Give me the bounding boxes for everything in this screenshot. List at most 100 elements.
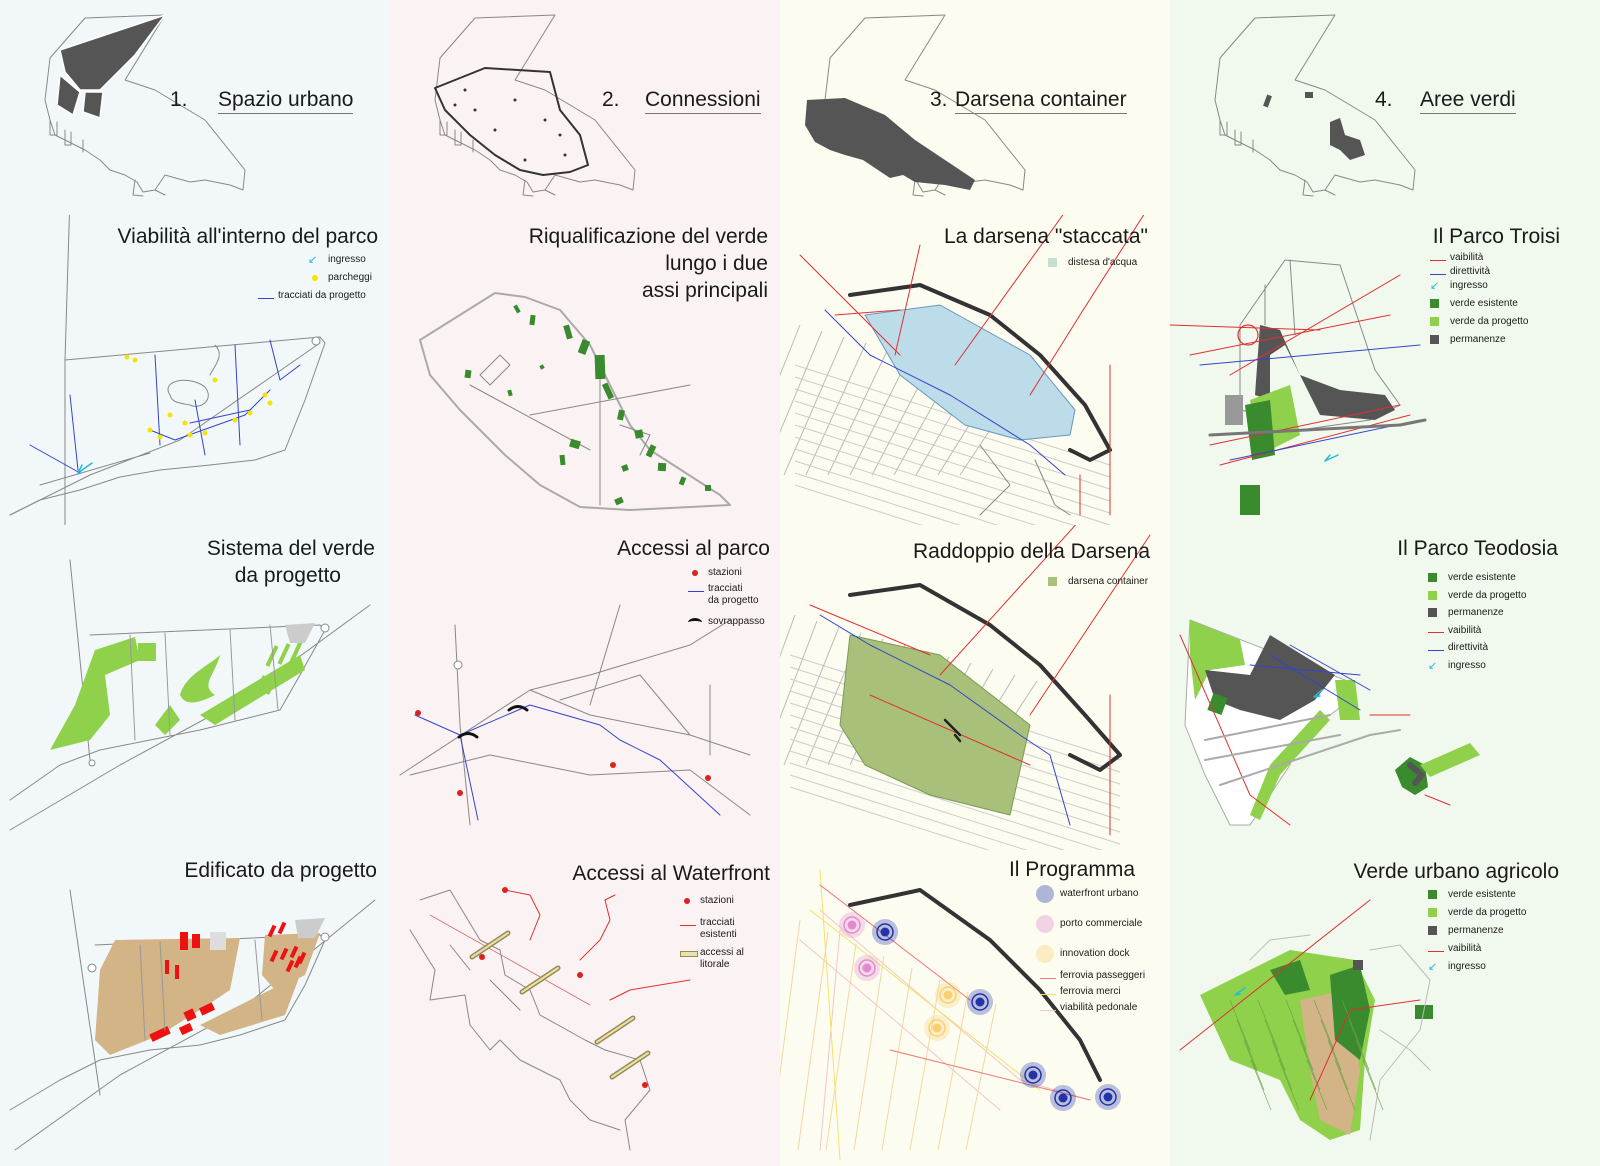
green-existing [1330,965,1370,1060]
district-outline [434,14,636,193]
grid-line [780,330,823,434]
green-strip [277,643,291,665]
ring-icon [1036,945,1054,967]
red-building [175,965,179,979]
program-ring [862,963,872,973]
pedestrian-line [799,909,1091,1151]
panel-title: Verde urbano agricolo [1353,860,1559,883]
grid-line [794,448,1037,525]
grid-line [794,460,999,525]
program-ring [1058,1093,1068,1103]
grid-line [794,472,961,525]
connection-node [558,133,562,137]
step-number: 4. [1375,88,1393,111]
green-patch [657,462,667,472]
project-track [414,704,721,816]
green-patch [645,444,657,458]
urban-area-block [82,91,104,119]
built-area [95,938,240,1055]
station-dot [457,790,463,796]
node-circle [87,963,97,973]
block-outline [619,424,651,456]
project-track [149,389,271,441]
panel-teodosia-map [1179,619,1480,826]
road-red [799,215,1145,516]
arrow-icon: ↙ [1430,280,1440,292]
bridge-icon [680,947,698,961]
parking-dot [267,400,273,406]
field-line [1243,1039,1265,1091]
green-patch [704,484,712,492]
legend-label: permanenze [1450,334,1506,345]
connection-loop [434,67,589,176]
green-patch [614,496,624,506]
grid-line [881,967,913,1151]
green-patch [601,382,615,400]
passenger-rail [819,884,1091,1101]
legend-label: ingresso [1448,659,1486,671]
legend-label: vaibilità [1448,943,1482,954]
legend-label: verde esistente [1448,889,1516,900]
road-line [1264,259,1296,336]
field-line [1341,999,1363,1051]
green-new [180,655,220,703]
field-line [1285,999,1307,1051]
direction-line [1249,644,1371,711]
square-icon [1428,889,1437,903]
green-strip [265,645,279,667]
overpass-symbol [457,732,479,739]
square-icon [1428,925,1437,939]
panel-accessi-parco-map [399,604,751,826]
program-ring [943,990,953,1000]
program-ring [858,959,876,977]
panel-title: lungo i due [665,252,768,275]
panel-title: Il Parco Teodosia [1397,537,1558,560]
red-building [180,932,188,950]
project-track [459,734,479,821]
bridge-access [596,1017,634,1043]
built-strip [848,283,1112,462]
axis-outline [419,292,731,511]
green-patch [621,464,629,472]
station-dot [642,1082,648,1088]
connection-node [513,98,517,102]
legend-label: sovrappasso [708,616,765,627]
grey-block [210,932,226,950]
field-line [1355,1039,1377,1091]
step-panel-4: 4.Aree verdi [1170,0,1600,215]
legend-label: parcheggi [328,272,372,283]
green-patch [464,369,472,379]
panel-title: assi principali [641,279,768,302]
parking-dot [202,430,208,436]
green-new [1250,710,1330,820]
line-icon [688,583,704,595]
square-icon [1428,572,1437,586]
panel-edificato: Edificato da progetto [0,850,390,1166]
roundabout [1237,324,1259,346]
program-ring [876,923,894,941]
station-dot [705,775,711,781]
coast-outline [409,889,651,1151]
green-existing [1395,757,1428,795]
field-line [1257,999,1279,1051]
red-building [277,921,287,935]
legend-label: tracciati da progetto [278,290,366,301]
green-patch [634,429,644,439]
green-patch [569,438,581,450]
panel-viabilita: Viabilità all'interno del parco↙ingresso… [0,215,390,525]
green-patch [563,324,573,340]
green-patch [529,314,536,326]
parking-dot [182,420,188,426]
urban-area-block [56,74,81,116]
built-strip [848,888,1102,1082]
program-ring [1024,1066,1042,1084]
grid-line [797,931,829,1151]
panel-title: Accessi al parco [617,537,770,560]
green-new [50,637,140,750]
field-line [1334,1059,1356,1111]
legend-label: vaibilità [1450,252,1484,263]
field-line [1271,1039,1293,1091]
